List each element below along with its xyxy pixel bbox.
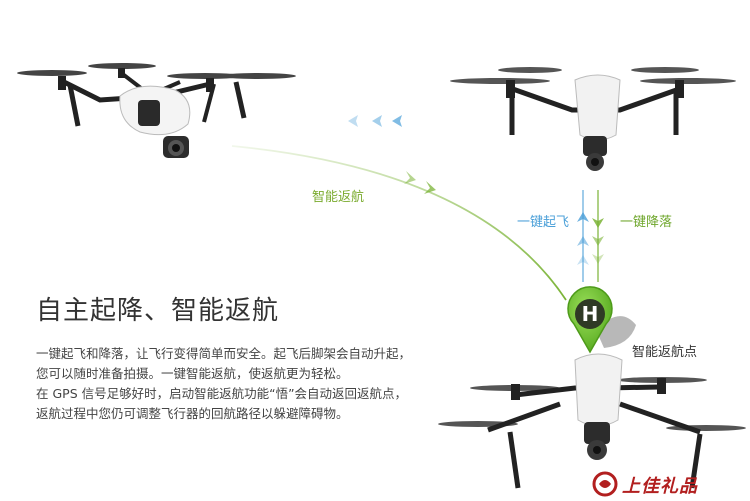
arrow-down-icon	[592, 218, 604, 228]
smart-return-path	[231, 145, 567, 301]
takeoff-path	[577, 190, 589, 282]
drone-icon	[450, 67, 736, 171]
drone-icon	[17, 63, 296, 158]
description-line: 返航过程中您仍可调整飞行器的回航路径以躲避障碍物。	[36, 406, 349, 421]
arrow-up-icon	[577, 255, 589, 265]
arrow-right-icon	[424, 181, 436, 194]
home-marker-letter: H	[582, 302, 599, 326]
description-line: 在 GPS 信号足够好时，启动智能返航功能“悟”会自动返回返航点，	[36, 386, 408, 401]
arrow-right-icon	[404, 171, 416, 184]
arrow-left-icon	[372, 115, 382, 127]
one-key-takeoff-label: 一键起飞	[517, 215, 570, 230]
arrow-down-icon	[592, 236, 604, 246]
arrow-left-icon	[392, 115, 402, 127]
arrow-left-icon	[348, 115, 358, 127]
one-key-landing-label: 一键降落	[620, 215, 673, 230]
smart-return-label: 智能返航	[312, 190, 365, 205]
brand-name: 上佳礼品	[622, 476, 698, 497]
arrow-up-icon	[577, 212, 589, 222]
horizontal-flight-path	[250, 115, 435, 127]
arrow-up-icon	[577, 236, 589, 246]
description-line: 您可以随时准备拍摄。一键智能返航，使返航更为轻松。	[36, 366, 349, 381]
home-point-marker: H	[567, 286, 636, 354]
description-line: 一键起飞和降落，让飞行变得简单而安全。起飞后脚架会自动升起，	[36, 346, 412, 361]
landing-path	[592, 190, 604, 282]
brand-logo	[592, 471, 618, 497]
page-title: 自主起降、智能返航	[36, 296, 280, 326]
drone-icon	[438, 353, 746, 489]
home-point-label: 智能返航点	[632, 345, 698, 360]
feature-description: 一键起飞和降落，让飞行变得简单而安全。起飞后脚架会自动升起， 您可以随时准备拍摄…	[36, 344, 456, 424]
arrow-down-icon	[592, 254, 604, 264]
